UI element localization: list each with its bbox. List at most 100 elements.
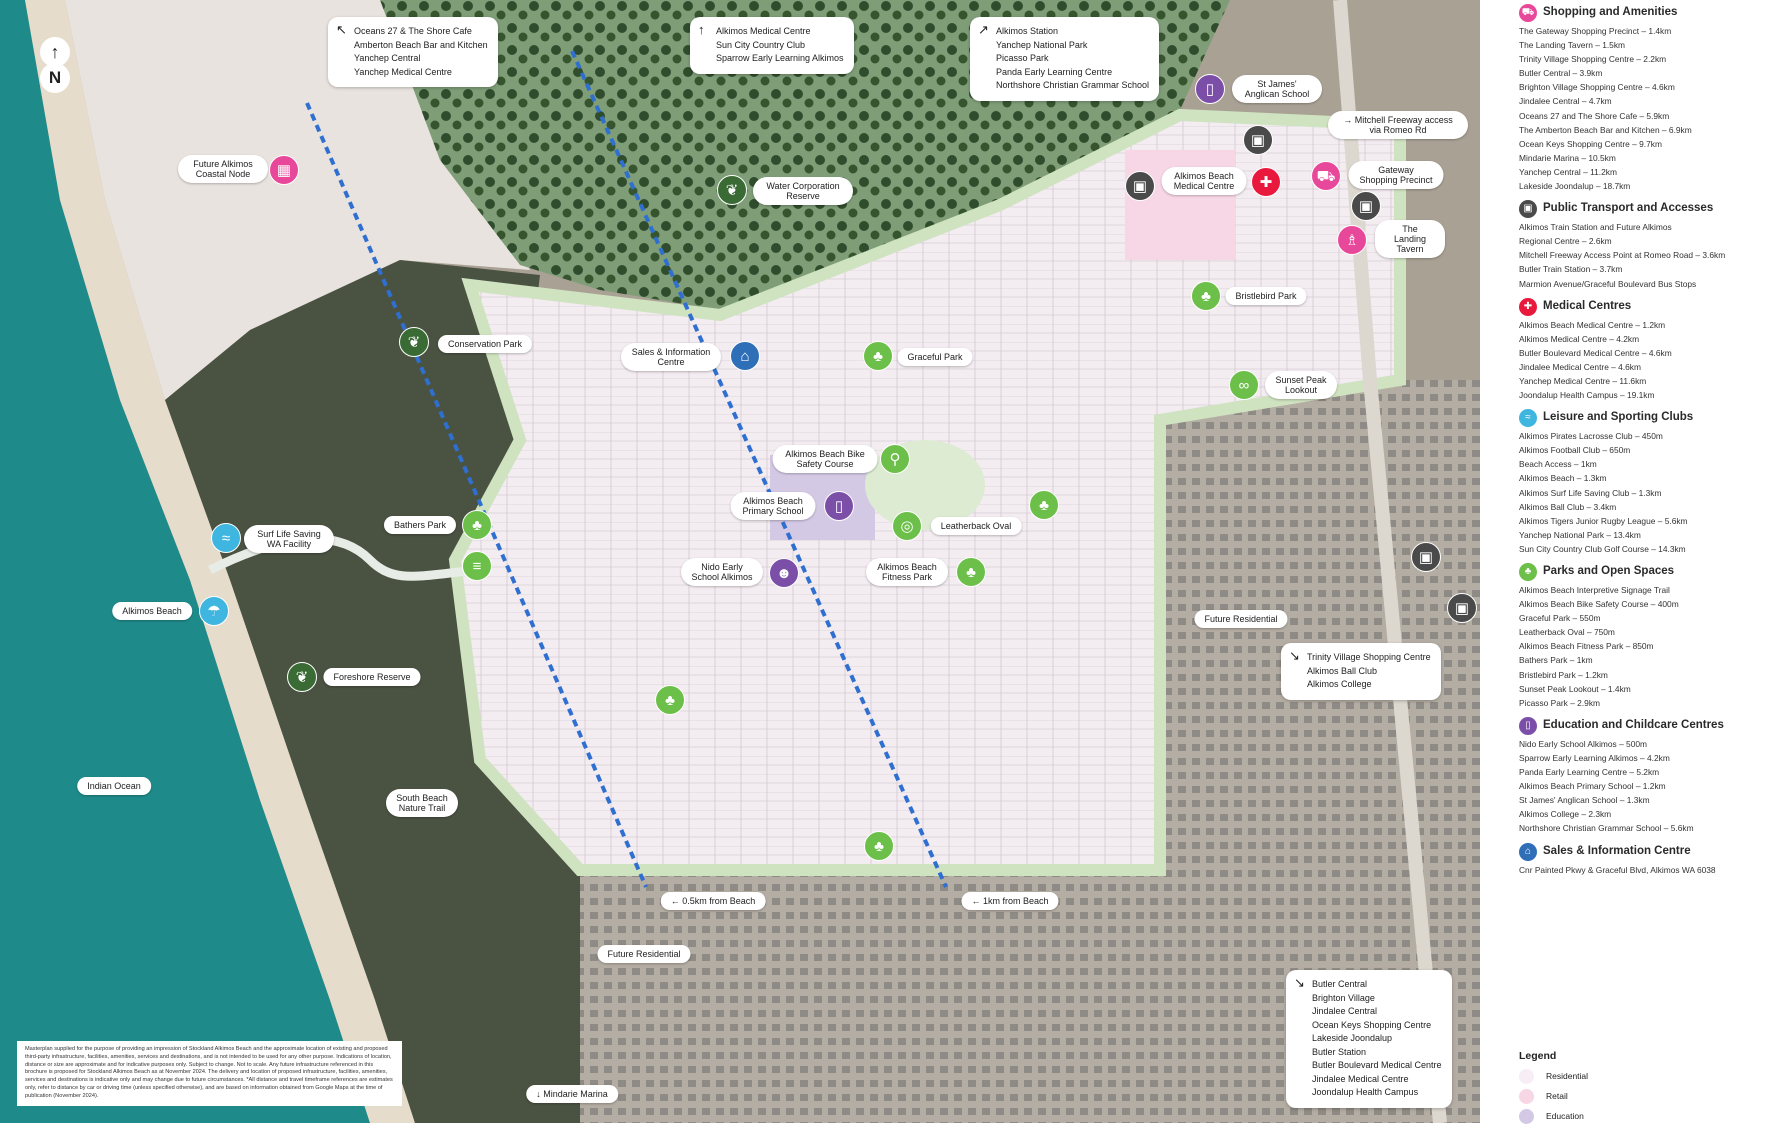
- label-gateway[interactable]: Gateway Shopping Precinct: [1348, 161, 1444, 189]
- section-title: ▯Education and Childcare Centres: [1519, 716, 1785, 735]
- label-graceful-park[interactable]: Graceful Park: [897, 348, 973, 366]
- section-title-text: Parks and Open Spaces: [1543, 565, 1675, 577]
- callout-item: Butler Station: [1312, 1046, 1367, 1057]
- tree-icon: ♣: [1519, 563, 1537, 581]
- disclaimer: Masterplan supplied for the purpose of p…: [17, 1041, 402, 1106]
- label-leatherback-oval[interactable]: Leatherback Oval: [930, 517, 1022, 535]
- label-bristlebird-park[interactable]: Bristlebird Park: [1225, 287, 1307, 305]
- list-item: Alkimos Beach – 1.3km: [1519, 473, 1607, 484]
- binoculars-icon[interactable]: ∞: [1229, 370, 1259, 400]
- cart-icon[interactable]: ⛟: [1311, 161, 1341, 191]
- label-mindarie-marina[interactable]: ↓ Mindarie Marina: [526, 1085, 618, 1103]
- section-title-text: Public Transport and Accesses: [1543, 202, 1714, 215]
- half-km-line: [305, 102, 648, 888]
- beach-umbrella-icon[interactable]: ☂: [199, 596, 229, 626]
- signage-trail-icon[interactable]: ≡: [462, 551, 492, 581]
- label-mitchell-freeway[interactable]: → Mitchell Freeway access via Romeo Rd: [1328, 111, 1468, 139]
- section-title: ⛟Shopping and Amenities: [1519, 3, 1785, 22]
- bus-icon[interactable]: ▣: [1447, 593, 1477, 623]
- leaf-icon[interactable]: ❦: [399, 327, 429, 357]
- callout-item: Yanchep National Park: [996, 39, 1088, 50]
- tree-icon[interactable]: ♣: [462, 510, 492, 540]
- label-south-beach-trail[interactable]: South Beach Nature Trail: [386, 789, 458, 817]
- callout-item: Panda Early Learning Centre: [996, 66, 1113, 77]
- list-item: St James' Anglican School – 1.3km: [1519, 795, 1650, 806]
- callout-item: Ocean Keys Shopping Centre: [1312, 1019, 1432, 1030]
- legend-title: Legend: [1519, 1050, 1557, 1062]
- surfer-icon[interactable]: ≈: [211, 523, 241, 553]
- section-title: ≈ Leisure and Sporting Clubs: [1519, 408, 1785, 428]
- list-item: Sun City Country Club Golf Course – 14.3…: [1519, 543, 1686, 554]
- label-primary-school[interactable]: Alkimos Beach Primary School: [730, 492, 816, 520]
- label-sales-centre[interactable]: Sales & Information Centre: [621, 343, 721, 371]
- section-title: ✚Medical Centres: [1519, 297, 1785, 316]
- retail-swatch: [1519, 1088, 1534, 1104]
- label-alkimos-beach[interactable]: Alkimos Beach: [112, 602, 192, 620]
- indian-ocean: [0, 0, 370, 1123]
- tree-icon[interactable]: ♣: [864, 831, 894, 861]
- list-item: The Amberton Beach Bar and Kitchen – 6.9…: [1519, 124, 1692, 135]
- masterplan-map[interactable]: ↑ N ↖ Oceans 27 & The Shore Cafe Amberto…: [0, 0, 1480, 1123]
- label-fitness-park[interactable]: Alkimos Beach Fitness Park: [866, 558, 948, 586]
- list-item: Mindarie Marina – 10.5km: [1519, 152, 1616, 163]
- arrow-south-east-icon: ↘: [1289, 648, 1300, 663]
- label-conservation-park[interactable]: Conservation Park: [437, 335, 533, 353]
- callout-item: Amberton Beach Bar and Kitchen: [354, 39, 488, 50]
- teddy-bear-icon[interactable]: ☻: [769, 558, 799, 588]
- bus-icon[interactable]: ▣: [1125, 171, 1155, 201]
- label-medical-centre[interactable]: Alkimos Beach Medical Centre: [1161, 167, 1247, 195]
- list-item: Alkimos Football Club – 650m: [1519, 445, 1631, 456]
- tree-icon[interactable]: ♣: [1191, 281, 1221, 311]
- leaf-icon[interactable]: ❦: [717, 175, 747, 205]
- bus-icon[interactable]: ▣: [1351, 191, 1381, 221]
- building-icon[interactable]: ▦: [269, 155, 299, 185]
- label-water-reserve[interactable]: Water Corporation Reserve: [753, 177, 853, 205]
- label-future-residential-east[interactable]: Future Residential: [1194, 610, 1288, 628]
- label-surf-life-saving[interactable]: Surf Life Saving WA Facility: [244, 525, 334, 553]
- southern-suburb: [580, 870, 1160, 1123]
- callout-item: Jindalee Central: [1312, 1006, 1378, 1016]
- list-item: Alkimos Beach Interpretive Signage Trail: [1519, 585, 1670, 595]
- label-st-james[interactable]: St James' Anglican School: [1232, 75, 1322, 103]
- label-foreshore-reserve[interactable]: Foreshore Reserve: [323, 668, 421, 686]
- surfer-icon: ≈: [1519, 409, 1537, 428]
- label-future-residential-south[interactable]: Future Residential: [597, 945, 691, 963]
- callout-item: Lakeside Joondalup: [1312, 1033, 1393, 1043]
- list-item: Regional Centre – 2.6km: [1519, 236, 1612, 247]
- tree-icon[interactable]: ♣: [655, 685, 685, 715]
- label-half-km-from-beach[interactable]: ← 0.5km from Beach: [660, 892, 766, 910]
- list-item: Alkimos Beach Fitness Park – 850m: [1519, 641, 1654, 652]
- label-bathers-park[interactable]: Bathers Park: [383, 516, 457, 534]
- label-one-km-from-beach[interactable]: ← 1km from Beach: [961, 892, 1059, 910]
- book-icon[interactable]: ▯: [824, 491, 854, 521]
- list-item: Sunset Peak Lookout – 1.4km: [1519, 683, 1631, 694]
- label-indian-ocean[interactable]: Indian Ocean: [77, 777, 151, 795]
- label-bike-course[interactable]: Alkimos Beach Bike Safety Course: [772, 445, 878, 473]
- list-item: Alkimos Beach Bike Safety Course – 400m: [1519, 599, 1679, 610]
- bicycle-icon[interactable]: ⚲: [880, 444, 910, 474]
- legend-label: Retail: [1546, 1091, 1568, 1101]
- book-icon[interactable]: ▯: [1195, 74, 1225, 104]
- label-landing-tavern[interactable]: The Landing Tavern: [1375, 220, 1445, 258]
- label-sunset-peak[interactable]: Sunset Peak Lookout: [1265, 371, 1337, 399]
- sales-centre-icon[interactable]: ⌂: [730, 341, 760, 371]
- callout-item: Yanchep Central: [354, 53, 421, 63]
- medical-cross-icon: ✚: [1519, 297, 1537, 316]
- leaf-icon[interactable]: ❦: [287, 662, 317, 692]
- label-nido[interactable]: Nido Early School Alkimos: [681, 558, 763, 586]
- football-icon[interactable]: ◎: [892, 511, 922, 541]
- list-item: Marmion Avenue/Graceful Boulevard Bus St…: [1519, 278, 1697, 289]
- label-coastal-node[interactable]: Future Alkimos Coastal Node: [178, 155, 268, 183]
- bus-icon[interactable]: ▣: [1411, 542, 1441, 572]
- arrow-up-icon: ↑: [698, 22, 705, 37]
- tree-icon[interactable]: ♣: [863, 341, 893, 371]
- tree-icon[interactable]: ♣: [1029, 490, 1059, 520]
- wine-glass-icon[interactable]: ♗: [1337, 225, 1367, 255]
- section-title-text: Leisure and Sporting Clubs: [1543, 411, 1694, 424]
- tree-icon[interactable]: ♣: [956, 557, 986, 587]
- bus-icon[interactable]: ▣: [1243, 125, 1273, 155]
- list-item: Bristlebird Park – 1.2km: [1519, 669, 1608, 680]
- medical-cross-icon[interactable]: ✚: [1251, 167, 1281, 197]
